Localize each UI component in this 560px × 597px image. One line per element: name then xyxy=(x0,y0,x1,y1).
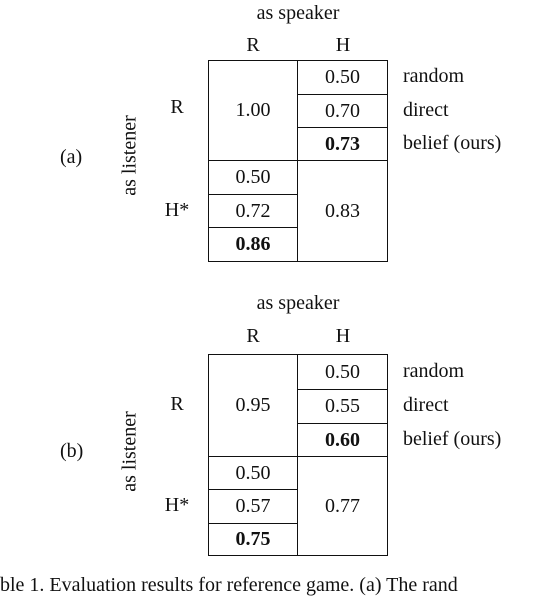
cell-rh-random: 0.50 xyxy=(297,60,388,95)
panel-label: (b) xyxy=(60,440,84,462)
cell-hh: 0.83 xyxy=(297,160,388,262)
method-direct: direct xyxy=(403,394,449,416)
row-header-h: H* xyxy=(164,199,190,221)
cell-rr: 1.00 xyxy=(208,60,298,161)
listener-label: as listener xyxy=(118,115,141,196)
cell-hr-direct: 0.72 xyxy=(208,194,298,228)
method-direct: direct xyxy=(403,99,449,121)
cell-hr-random: 0.50 xyxy=(208,456,298,490)
cell-rh-direct: 0.70 xyxy=(297,94,388,128)
cell-rh-belief: 0.60 xyxy=(297,423,388,457)
row-header-r: R xyxy=(170,96,184,118)
method-belief: belief (ours) xyxy=(403,428,502,450)
method-random: random xyxy=(403,360,465,382)
cell-hr-belief: 0.86 xyxy=(208,227,298,262)
speaker-label: as speaker xyxy=(256,292,340,314)
cell-hr-belief: 0.75 xyxy=(208,523,298,556)
cell-rh-belief: 0.73 xyxy=(297,127,388,161)
cell-hr-random: 0.50 xyxy=(208,160,298,195)
cell-hh: 0.77 xyxy=(297,456,388,556)
cell-rh-direct: 0.55 xyxy=(297,389,388,424)
listener-label: as listener xyxy=(118,411,141,492)
cell-rr: 0.95 xyxy=(208,354,298,457)
speaker-label: as speaker xyxy=(256,2,340,24)
method-random: random xyxy=(403,65,465,87)
row-header-h: H* xyxy=(164,494,190,516)
method-belief: belief (ours) xyxy=(403,132,502,154)
cell-hr-direct: 0.57 xyxy=(208,489,298,524)
panel-label: (a) xyxy=(60,146,83,168)
cell-rh-random: 0.50 xyxy=(297,354,388,390)
row-header-r: R xyxy=(170,393,184,415)
col-header-h: H xyxy=(335,34,351,56)
col-header-h: H xyxy=(335,325,351,347)
col-header-r: R xyxy=(246,34,260,56)
table-caption: ble 1. Evaluation results for reference … xyxy=(0,574,458,596)
col-header-r: R xyxy=(246,325,260,347)
